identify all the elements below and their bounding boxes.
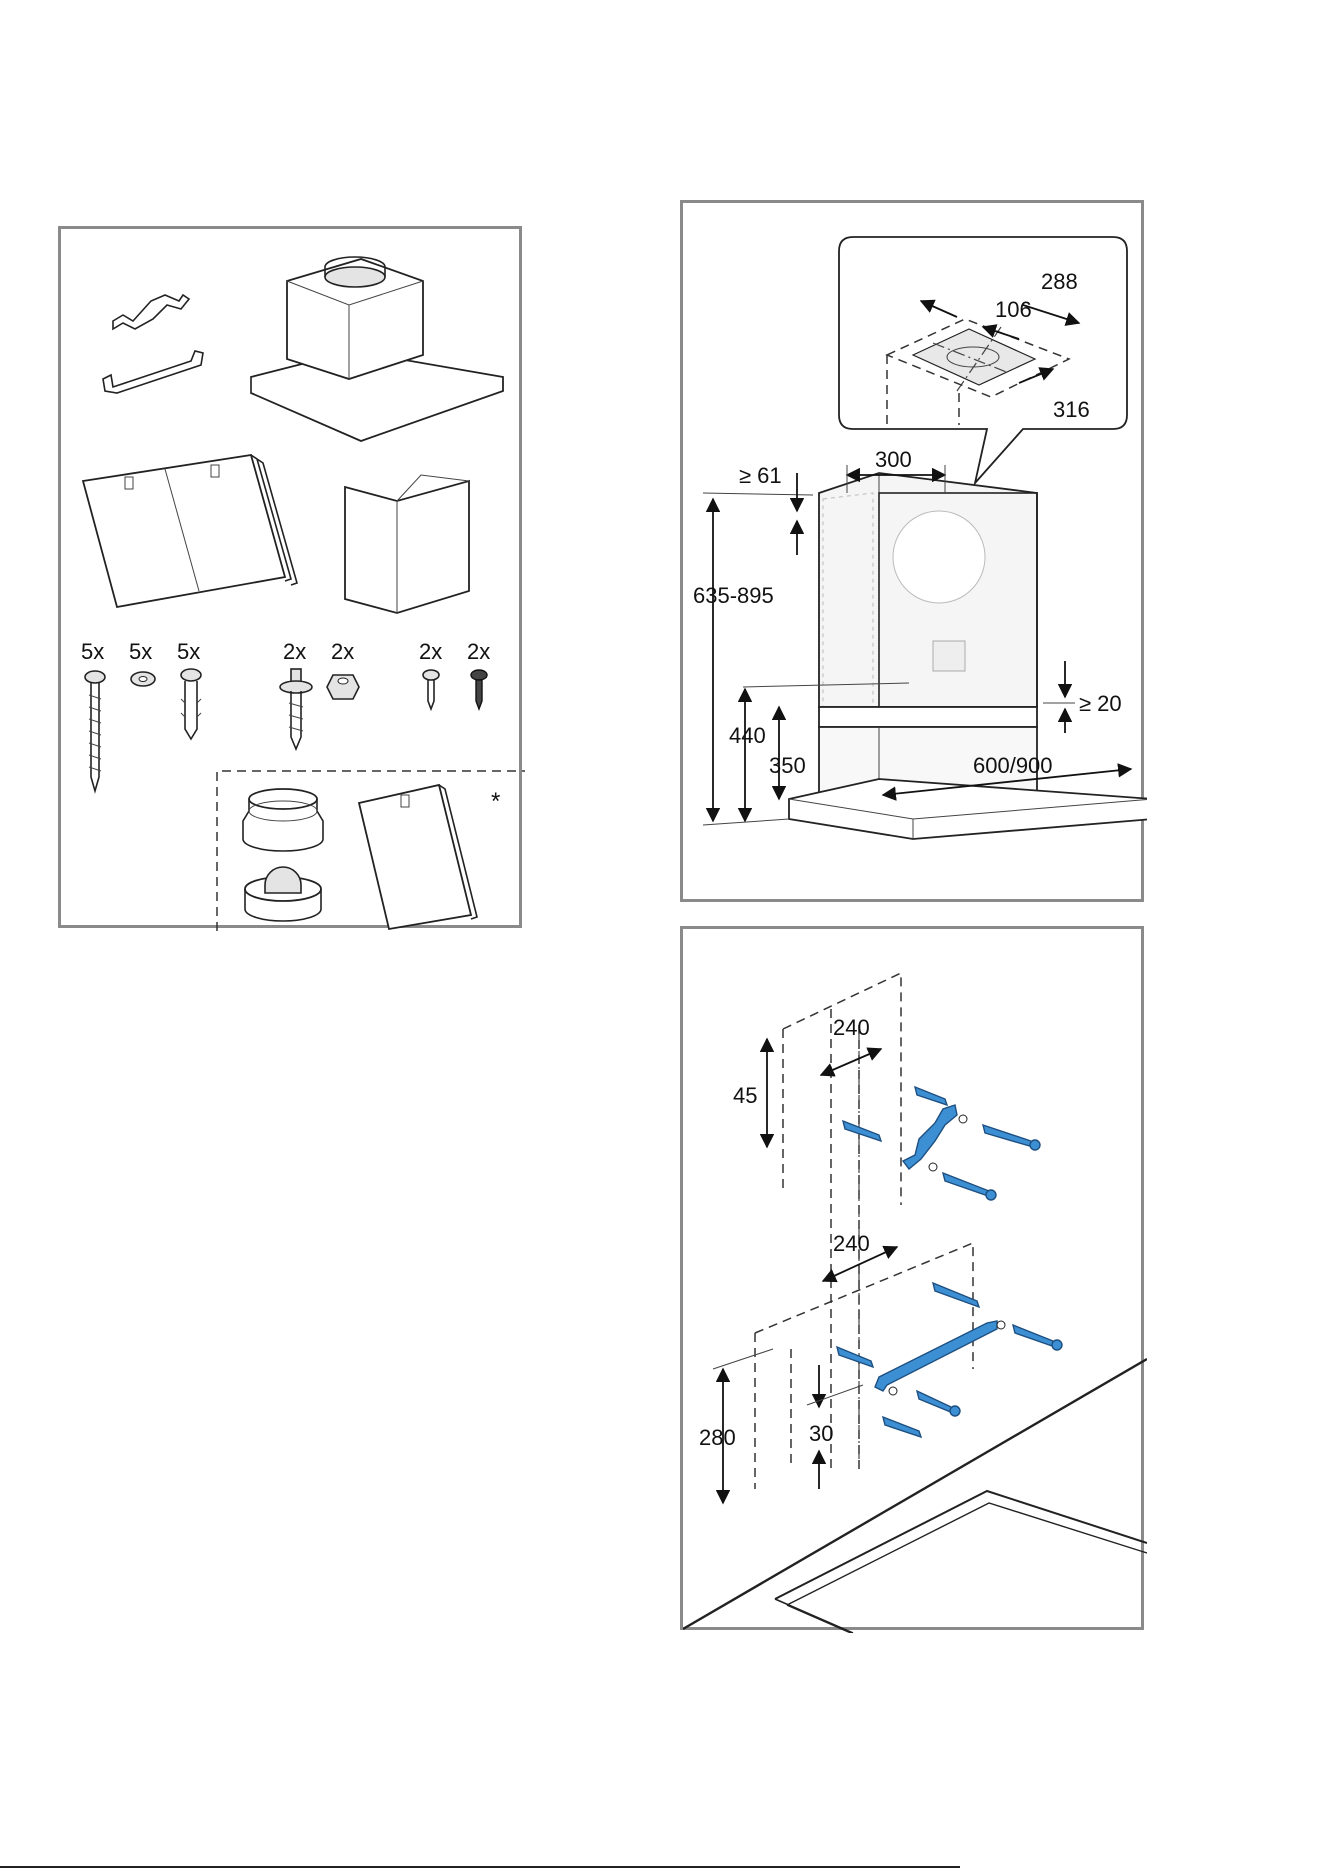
chimney-outline-upper — [783, 973, 901, 1469]
wall-dowel-icon — [181, 669, 201, 739]
washer-icon — [131, 672, 155, 686]
lower-screws — [837, 1283, 1062, 1437]
backflow-flap-icon — [245, 867, 321, 921]
chimney-cover-icon — [345, 475, 469, 613]
dim-240-upper-label: 240 — [833, 1015, 870, 1040]
dim-30-label: 30 — [809, 1421, 833, 1446]
mounting-panel: 240 45 240 280 30 — [680, 926, 1144, 1630]
qty-washer-label: 5x — [129, 639, 152, 664]
dim-280-label: 280 — [699, 1425, 736, 1450]
parts-illustration: 5x 5x 5x 2x 2x 2x 2x — [61, 229, 525, 931]
dim-240-upper-arrow — [821, 1049, 881, 1075]
hood-elevation — [789, 473, 1147, 839]
qty-dowel-label: 5x — [177, 639, 200, 664]
bolt-icon — [280, 669, 312, 749]
dim-61-label: ≥ 61 — [739, 463, 782, 488]
dimensions-illustration: 288 106 316 ≥ 61 300 635-89 — [683, 203, 1147, 905]
dim-316-label: 316 — [1053, 397, 1090, 422]
dim-600-900-label: 600/900 — [973, 753, 1053, 778]
qty-small-screw-label: 2x — [419, 639, 442, 664]
nut-icon — [327, 675, 359, 699]
grease-filters-icon — [83, 455, 297, 607]
qty-nut-label: 2x — [331, 639, 354, 664]
chimney-outline-lower — [755, 1243, 973, 1489]
dim-45-label: 45 — [733, 1083, 757, 1108]
dim-350-label: 350 — [769, 753, 806, 778]
mounting-bar-icon — [103, 351, 203, 393]
dim-20-label: ≥ 20 — [1079, 691, 1122, 716]
qty-bolt-label: 2x — [283, 639, 306, 664]
duct-adapter-icon — [243, 789, 323, 851]
dim-288-label: 288 — [1041, 269, 1078, 294]
dim-440-label: 440 — [729, 723, 766, 748]
qty-screw-label: 5x — [81, 639, 104, 664]
lower-bracket-blue — [875, 1321, 997, 1391]
mounting-illustration: 240 45 240 280 30 — [683, 929, 1147, 1633]
dark-screw-icon — [471, 670, 487, 709]
dim-635-895-label: 635-895 — [693, 583, 774, 608]
carbon-filter-icon — [359, 785, 477, 929]
small-screw-icon — [423, 670, 439, 709]
upper-screws — [843, 1087, 1040, 1200]
hood-body-icon — [251, 257, 503, 441]
upper-bracket-blue — [903, 1105, 957, 1169]
wall-bracket-icon — [113, 295, 189, 329]
dim-240-lower-label: 240 — [833, 1231, 870, 1256]
floor-ref-line — [703, 819, 789, 825]
dim-106-label: 106 — [995, 297, 1032, 322]
dimensions-panel: 288 106 316 ≥ 61 300 635-89 — [680, 200, 1144, 902]
dim-300-label: 300 — [875, 447, 912, 472]
parts-panel: 5x 5x 5x 2x 2x 2x 2x — [58, 226, 522, 928]
optional-marker: * — [491, 788, 500, 815]
qty-dark-screw-label: 2x — [467, 639, 490, 664]
cooktop-outline — [683, 1359, 1147, 1633]
page-bottom-rule — [0, 1866, 960, 1868]
long-screw-icon — [85, 671, 105, 791]
